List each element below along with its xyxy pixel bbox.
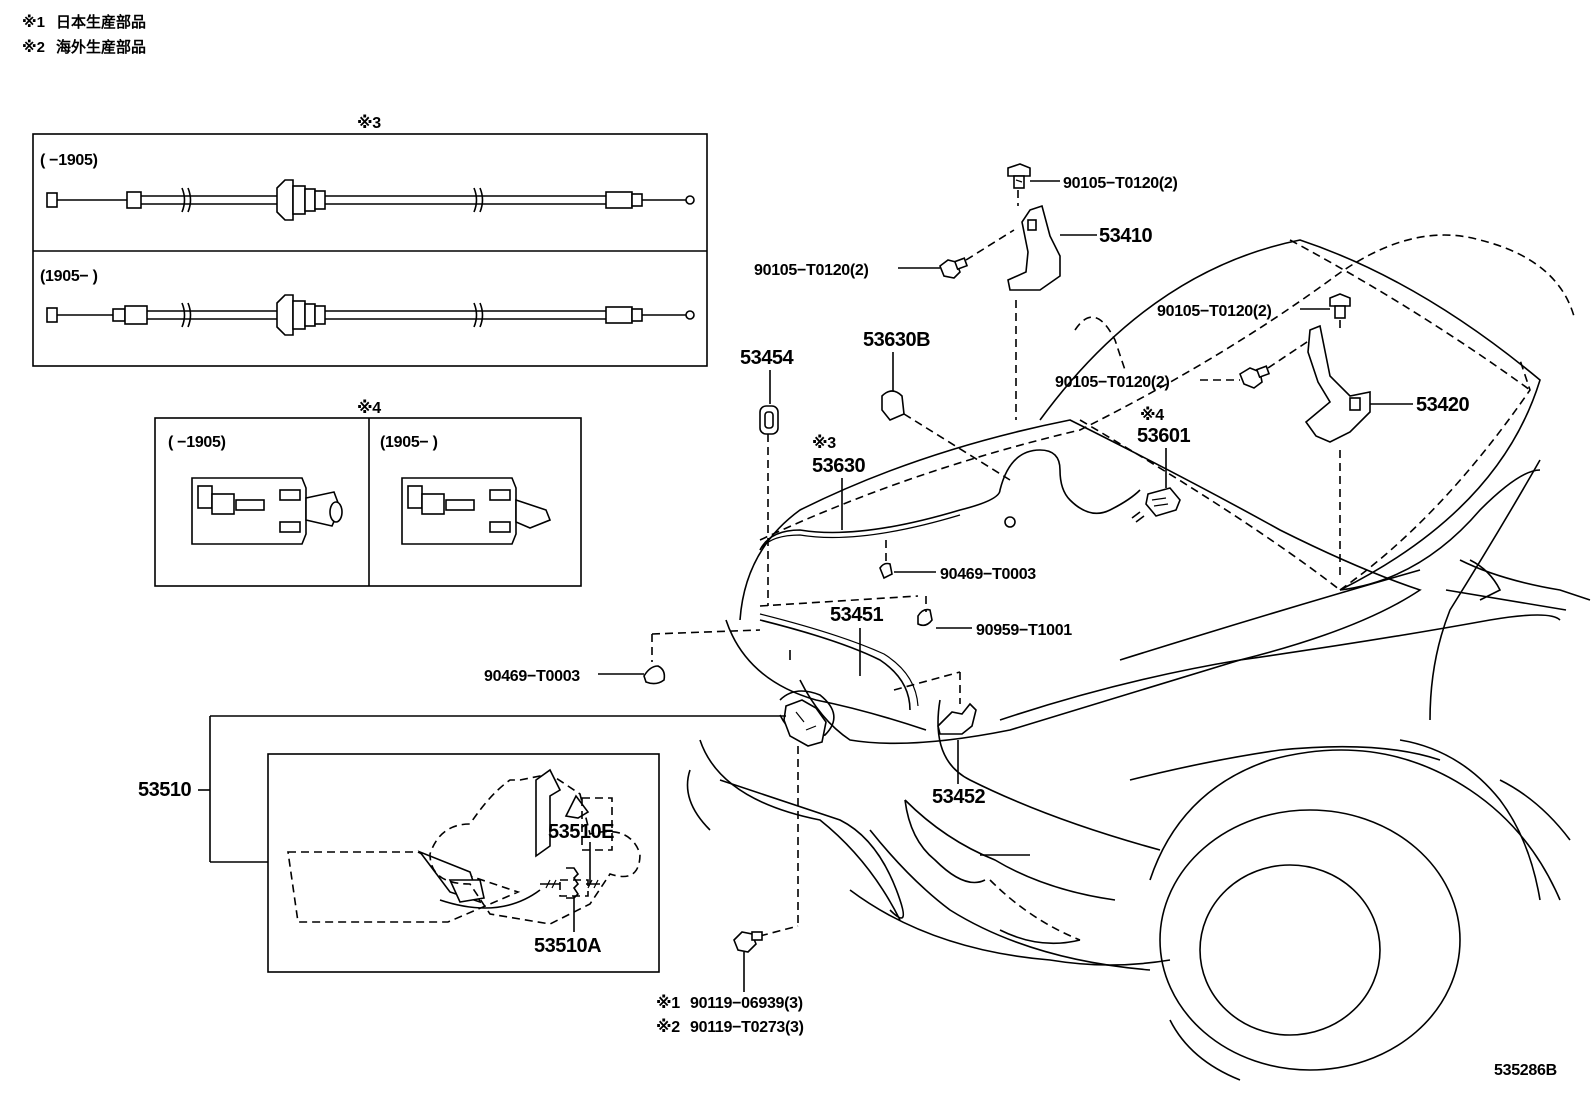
- callout-bolt-ov-mark: ※2: [656, 1018, 680, 1036]
- callout-53451: 53451: [830, 604, 883, 626]
- detail-frame: [267, 753, 660, 973]
- release-lever-53601: ※4 53601: [1131, 406, 1191, 519]
- release-cable-53630: ※3 53630 53630B 90469−T0003: [759, 329, 1145, 583]
- callout-clip-upper: 90469−T0003: [940, 566, 1036, 583]
- callout-53420: 53420: [1416, 394, 1469, 416]
- lever-new-drawing: [401, 477, 552, 545]
- bolt-right-mid-icon: [1239, 365, 1271, 389]
- production-notes: ※1 日本生産部品 ※2 海外生産部品: [22, 13, 146, 56]
- inset-cable-variants: ※3 ( −1905) (1905− ): [32, 114, 708, 367]
- callout-bolt-jp: 90119−06939(3): [690, 995, 803, 1012]
- callout-53630B: 53630B: [863, 329, 930, 351]
- inset-lever-variants: ※4 ( −1905) (1905− ): [154, 399, 582, 587]
- hood-support-53451: 53451 90959−T1001 53452: [759, 595, 1073, 808]
- callout-bolt-jp-mark: ※1: [656, 994, 680, 1012]
- callout-bolt-right-top: 90105−T0120(2): [1157, 303, 1272, 320]
- diagram-code: 535286B: [1494, 1062, 1557, 1079]
- hood-hinge-left-assembly: 90105−T0120(2) 53410 90105−T0120(2): [754, 163, 1178, 420]
- lever-53601-icon: [1145, 487, 1181, 517]
- callout-bolt-hinge-left: 90105−T0120(2): [754, 262, 869, 279]
- callout-53454: 53454: [740, 347, 794, 369]
- lever-old-drawing: [191, 477, 343, 545]
- note-overseas-production: 海外生産部品: [56, 38, 146, 56]
- seal-53454: 53454: [740, 347, 795, 606]
- inset3-range-old: ( −1905): [40, 152, 98, 169]
- fastener-90959-icon: [917, 608, 933, 627]
- callout-53510E: 53510E: [548, 821, 614, 843]
- inset3-frame: [32, 133, 708, 367]
- inset4-range-new: (1905− ): [380, 434, 438, 451]
- hood-lock-icon: [783, 699, 827, 747]
- hinge-53410-shape: [1007, 204, 1061, 291]
- callout-53630: 53630: [812, 455, 865, 477]
- hinge-53420-shape: [1304, 324, 1371, 443]
- bolt-right-top-icon: [1329, 293, 1351, 319]
- note-mark-1: ※1: [22, 13, 45, 31]
- callout-90959: 90959−T1001: [976, 622, 1072, 639]
- bolt-lower-icon: [733, 931, 757, 953]
- inset4-frame: [154, 417, 582, 587]
- callout-bolt-right-mid: 90105−T0120(2): [1055, 374, 1170, 391]
- callout-53601-mark: ※4: [1140, 406, 1164, 424]
- inset4-mark: ※4: [357, 399, 381, 417]
- callout-bolt-hinge-top: 90105−T0120(2): [1063, 175, 1178, 192]
- hood-hinge-right-assembly: 90105−T0120(2) 90105−T0120(2) 53420: [1055, 293, 1470, 580]
- callout-53601: 53601: [1137, 425, 1190, 447]
- callout-53452: 53452: [932, 786, 985, 808]
- callout-53410: 53410: [1099, 225, 1152, 247]
- hood-lock-53510: 53510: [138, 699, 827, 937]
- inset3-range-new: (1905− ): [40, 268, 98, 285]
- inset4-range-old: ( −1905): [168, 434, 226, 451]
- support-bolt: ※1 90119−06939(3) ※2 90119−T0273(3): [656, 931, 804, 1036]
- grommet-53630B-icon: [881, 390, 905, 421]
- bolt-hinge-top-icon: [1007, 163, 1031, 189]
- clip-upper-icon: [879, 562, 893, 580]
- holder-53452-icon: [937, 702, 977, 735]
- hood-lock-detail-box: 53510E 53510A: [267, 753, 660, 973]
- callout-53510A: 53510A: [534, 935, 601, 957]
- callout-53510: 53510: [138, 779, 191, 801]
- callout-53630-mark: ※3: [812, 434, 836, 452]
- clip-lower-icon: [643, 665, 666, 685]
- clip-lower: 90469−T0003: [484, 629, 761, 685]
- callout-clip-lower: 90469−T0003: [484, 668, 580, 685]
- note-mark-2: ※2: [22, 38, 45, 56]
- cable-new-drawing: [46, 294, 695, 336]
- bolt-hinge-left-icon: [939, 257, 969, 279]
- note-japan-production: 日本生産部品: [56, 13, 146, 31]
- car-body-outline: [686, 234, 1591, 1081]
- cable-old-drawing: [46, 179, 695, 221]
- inset3-mark: ※3: [357, 114, 381, 132]
- callout-bolt-ov: 90119−T0273(3): [690, 1019, 804, 1036]
